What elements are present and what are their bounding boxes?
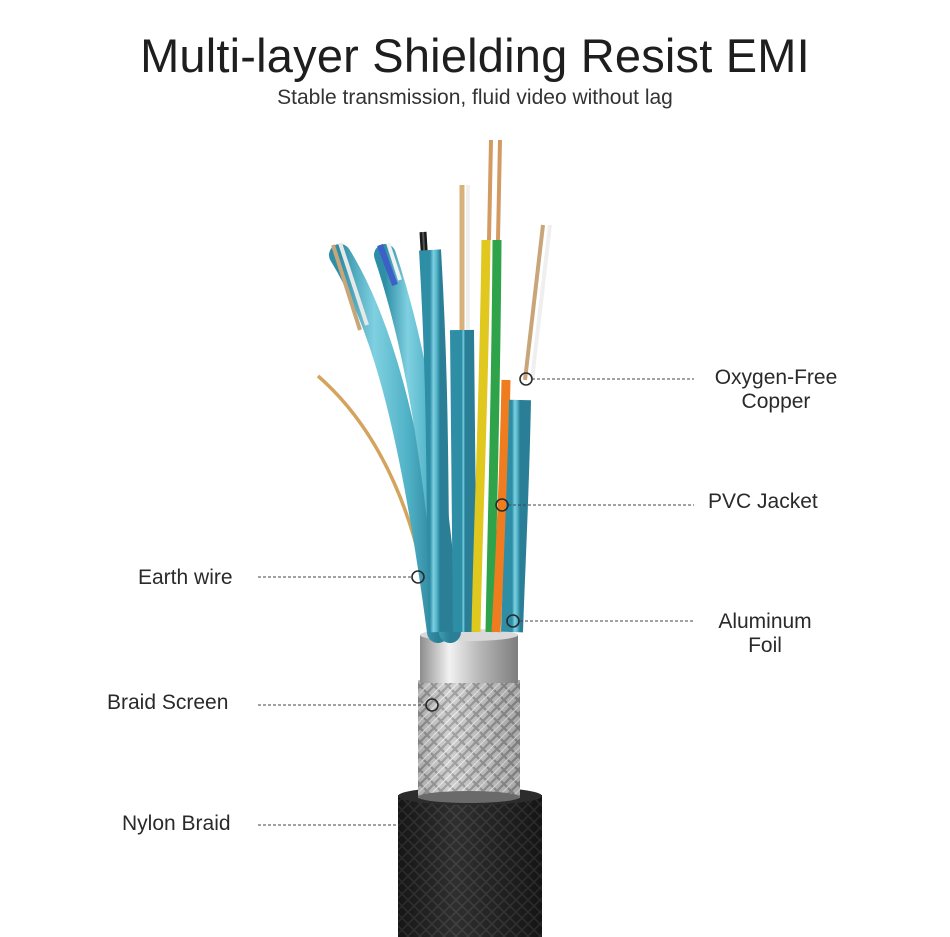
label-aluminum-line2: Foil bbox=[748, 634, 782, 657]
label-earth-wire: Earth wire bbox=[138, 566, 233, 589]
marker-aluminum-foil bbox=[506, 614, 520, 628]
marker-pvc-jacket bbox=[495, 498, 509, 512]
inner-wires bbox=[329, 139, 552, 643]
label-oxygen-free-copper: Oxygen-Free Copper bbox=[696, 366, 856, 414]
marker-oxygen-free-copper bbox=[519, 372, 533, 386]
nylon-braid-layer bbox=[398, 787, 542, 937]
leader-lines bbox=[258, 378, 694, 826]
page-title: Multi-layer Shielding Resist EMI bbox=[140, 29, 810, 82]
label-aluminum-line1: Aluminum bbox=[718, 610, 812, 633]
label-pvc-jacket: PVC Jacket bbox=[708, 490, 818, 513]
marker-braid-screen bbox=[425, 698, 439, 712]
label-braid-screen: Braid Screen bbox=[107, 691, 229, 714]
page-subtitle: Stable transmission, fluid video without… bbox=[277, 86, 673, 109]
label-aluminum-foil: Aluminum Foil bbox=[690, 610, 840, 658]
leader-markers bbox=[411, 372, 533, 712]
label-oxygen-free-line1: Oxygen-Free bbox=[714, 366, 838, 389]
label-nylon-braid: Nylon Braid bbox=[122, 812, 231, 835]
marker-earth-wire bbox=[411, 570, 425, 584]
label-oxygen-free-line2: Copper bbox=[741, 390, 811, 413]
